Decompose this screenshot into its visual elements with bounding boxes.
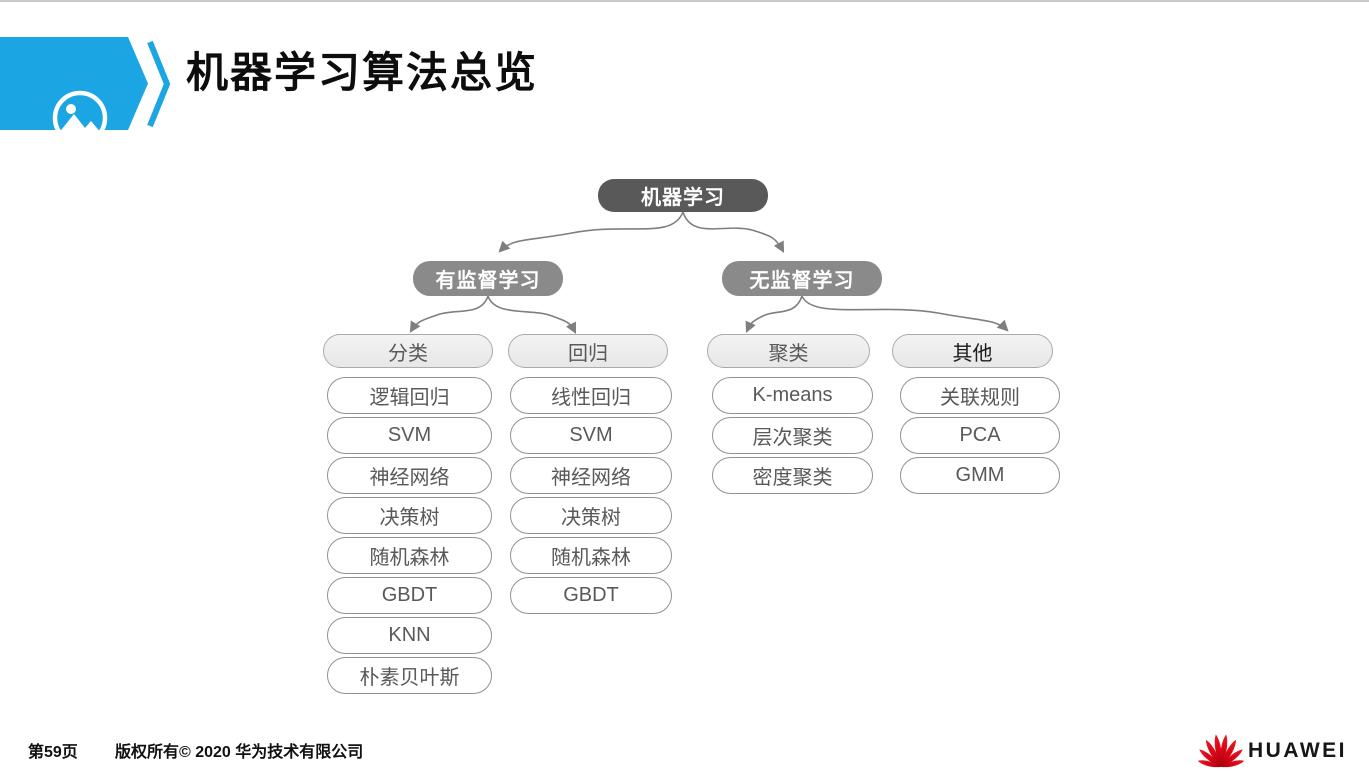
huawei-wordmark: HUAWEI [1248, 739, 1347, 762]
tree-group-classification: 分类 [323, 334, 493, 368]
tree-leaf: 随机森林 [510, 537, 672, 574]
chevron-right-icon [147, 40, 171, 128]
tree-leaf: GBDT [327, 577, 492, 614]
section-badge [0, 37, 148, 130]
tree-leaf: 朴素贝叶斯 [327, 657, 492, 694]
tree-group-regression: 回归 [508, 334, 668, 368]
tree-leaf: 层次聚类 [712, 417, 873, 454]
copyright-text: 版权所有© 2020 华为技术有限公司 [115, 744, 364, 761]
tree-leaf: 决策树 [327, 497, 492, 534]
tree-leaf: SVM [327, 417, 492, 454]
tree-leaf: GBDT [510, 577, 672, 614]
page-number: 第59页 [28, 744, 78, 761]
tree-leaf: 逻辑回归 [327, 377, 492, 414]
page-title: 机器学习算法总览 [186, 49, 539, 96]
tree-leaf: 线性回归 [510, 377, 672, 414]
tree-leaf: 关联规则 [900, 377, 1060, 414]
tree-leaf: 决策树 [510, 497, 672, 534]
tree-leaf: PCA [900, 417, 1060, 454]
tree-leaf: GMM [900, 457, 1060, 494]
huawei-flower-icon [1198, 734, 1244, 768]
tree-leaf: 神经网络 [510, 457, 672, 494]
tree-leaf: 随机森林 [327, 537, 492, 574]
tree-branch-supervised: 有监督学习 [413, 261, 563, 296]
tree-branch-unsupervised: 无监督学习 [722, 261, 882, 296]
tree-leaf: KNN [327, 617, 492, 654]
huawei-logo: HUAWEI [1198, 727, 1348, 769]
picture-icon [52, 90, 108, 130]
tree-leaf: 神经网络 [327, 457, 492, 494]
tree-leaf: SVM [510, 417, 672, 454]
tree-leaf: 密度聚类 [712, 457, 873, 494]
tree-group-clustering: 聚类 [707, 334, 870, 368]
tree-leaf: K-means [712, 377, 873, 414]
tree-root-node: 机器学习 [598, 179, 768, 212]
tree-group-other: 其他 [892, 334, 1053, 368]
